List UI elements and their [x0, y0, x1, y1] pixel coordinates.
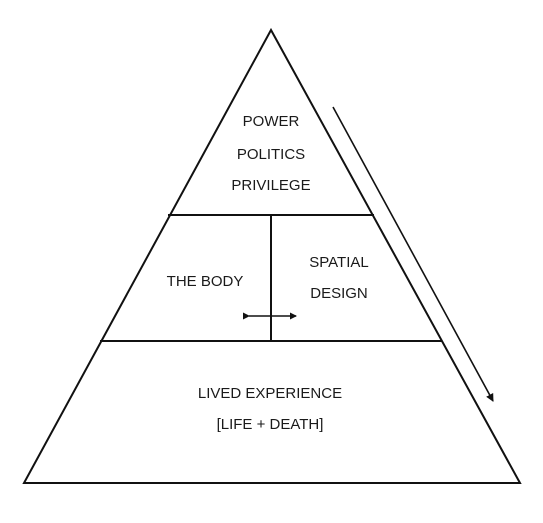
middle-tier-label-spatial: SPATIAL — [309, 254, 368, 271]
top-tier-label-politics: POLITICS — [237, 146, 305, 163]
top-tier-label-power: POWER — [243, 113, 300, 130]
bottom-tier-label-life-death: [LIFE + DEATH] — [217, 416, 324, 433]
top-tier-label-privilege: PRIVILEGE — [231, 177, 310, 194]
diagonal-flow-arrow — [332, 106, 494, 402]
bottom-tier-label-lived-experience: LIVED EXPERIENCE — [198, 385, 342, 402]
middle-tier-label-the-body: THE BODY — [167, 273, 244, 290]
pyramid-outline — [22, 27, 522, 484]
middle-tier-label-design: DESIGN — [310, 285, 368, 302]
